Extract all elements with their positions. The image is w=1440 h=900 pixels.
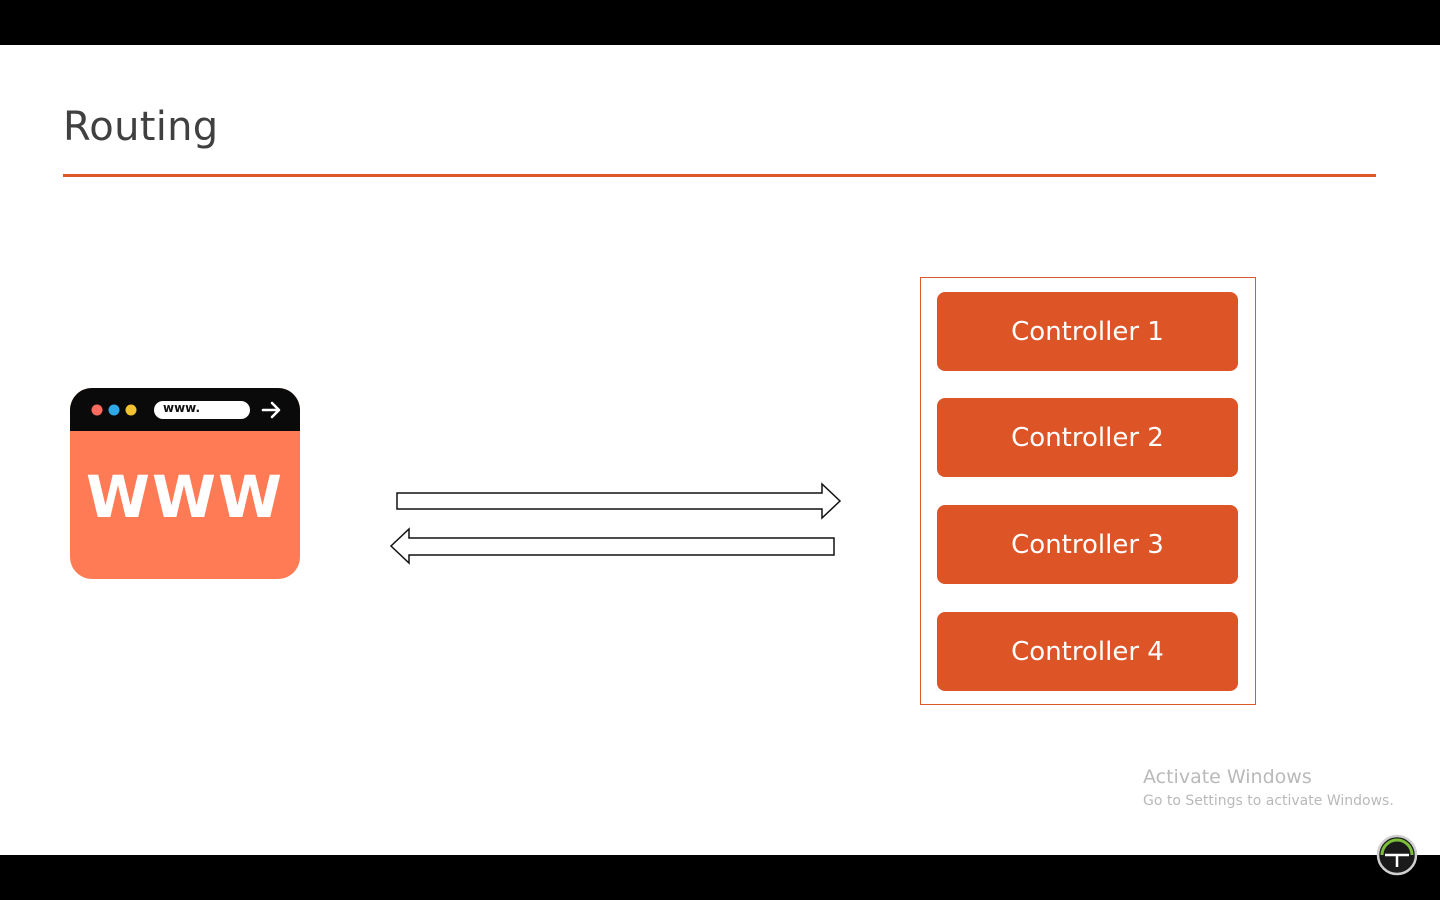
activation-watermark-title: Activate Windows <box>1143 766 1312 788</box>
letterbox-bottom <box>0 855 1440 900</box>
request-response-arrows <box>389 482 842 565</box>
window-dot-blue <box>108 404 120 416</box>
address-bar <box>154 401 250 419</box>
controllers-group <box>920 277 1256 705</box>
presentation-slide: Routing www. WWW <box>0 45 1440 855</box>
letterbox-top <box>0 0 1440 45</box>
controller-2-button[interactable]: Controller 2 <box>937 398 1238 477</box>
slide-title: Routing <box>63 104 219 150</box>
controller-4-button[interactable]: Controller 4 <box>937 612 1238 691</box>
controller-3-button[interactable]: Controller 3 <box>937 505 1238 584</box>
controller-1-button[interactable]: Controller 1 <box>937 292 1238 371</box>
window-dot-red <box>91 404 103 416</box>
arrow-left-icon <box>389 527 835 565</box>
browser-icon: www. WWW <box>70 388 300 579</box>
window-dot-yellow <box>125 404 137 416</box>
arrow-right-icon <box>261 401 281 419</box>
activation-watermark-subtitle: Go to Settings to activate Windows. <box>1143 793 1394 809</box>
arrow-right-icon <box>396 482 842 520</box>
recorder-logo-icon[interactable] <box>1376 834 1418 876</box>
title-underline <box>63 174 1376 177</box>
address-bar-text: www. <box>163 401 201 415</box>
browser-body-text: WWW <box>86 463 284 531</box>
